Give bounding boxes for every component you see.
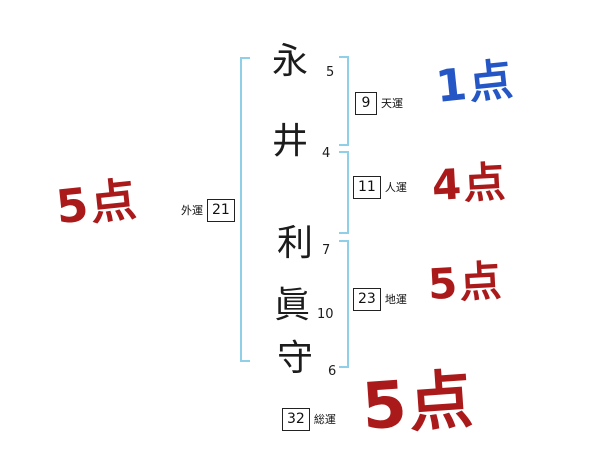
heaven-luck-score: 1点 [433, 54, 518, 113]
total-luck: 32 総運 [282, 408, 336, 431]
heaven-luck-label: 天運 [381, 97, 403, 111]
outer-luck-value: 21 [207, 199, 235, 222]
total-luck-value: 32 [282, 408, 310, 431]
heaven-luck: 9 天運 [355, 92, 403, 115]
earth-luck-label: 地運 [384, 293, 407, 307]
heaven-luck-value: 9 [355, 92, 377, 115]
person-luck-label: 人運 [384, 181, 407, 195]
stroke-count: 10 [317, 307, 334, 322]
outer-luck: 外運 21 [181, 199, 235, 222]
earth-luck-score: 5点 [426, 256, 505, 309]
outer-luck-score: 5点 [53, 171, 141, 235]
stroke-count: 5 [326, 65, 335, 80]
person-luck-value: 11 [353, 176, 381, 199]
stroke-count: 6 [328, 364, 337, 379]
total-luck-score: 5点 [359, 363, 477, 445]
stroke-count: 4 [322, 146, 331, 161]
name-character: 守 [277, 338, 314, 379]
name-character: 眞 [274, 285, 311, 326]
stroke-count: 7 [322, 243, 331, 258]
name-character: 利 [277, 223, 314, 264]
name-character: 井 [272, 121, 309, 162]
outer-luck-label: 外運 [181, 204, 203, 218]
total-luck-label: 総運 [313, 413, 336, 427]
heaven-luck-bracket [339, 56, 349, 146]
name-character: 永 [272, 41, 309, 82]
person-luck-score: 4点 [430, 157, 509, 210]
earth-luck-value: 23 [353, 288, 381, 311]
person-luck-bracket [339, 151, 349, 234]
earth-luck-bracket [339, 240, 349, 368]
earth-luck: 23 地運 [353, 288, 407, 311]
outer-luck-bracket [240, 57, 250, 362]
person-luck: 11 人運 [353, 176, 407, 199]
